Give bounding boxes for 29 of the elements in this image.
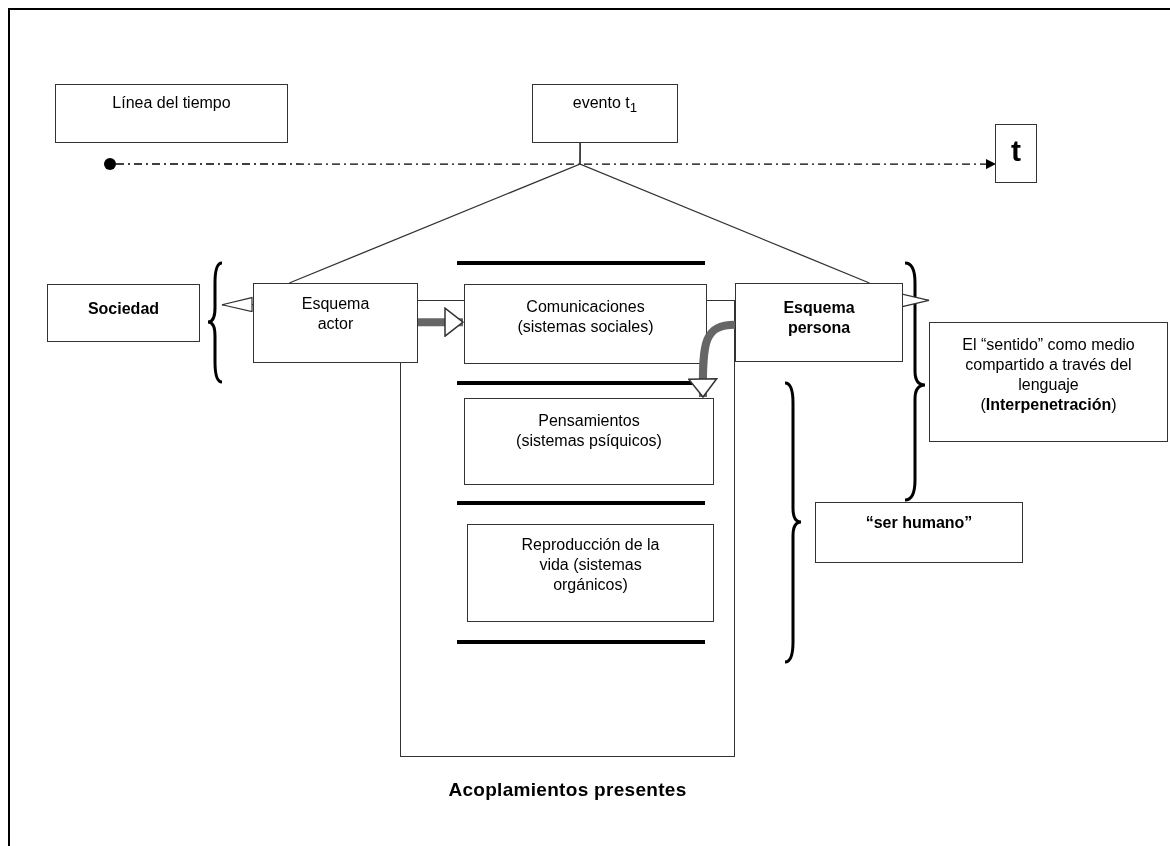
box-text: Comunicaciones (sistemas sociales) <box>516 297 655 337</box>
box-text: Esquema persona <box>782 298 856 338</box>
process-box <box>253 283 418 363</box>
block-arrow <box>418 307 464 337</box>
text-box <box>55 84 288 143</box>
process-box <box>467 524 714 622</box>
timeline-arrow <box>115 159 996 170</box>
box-text: Reproducción de la vida (sistemas orgánicos) <box>520 535 661 595</box>
block-arrow <box>688 320 736 398</box>
process-box <box>464 398 714 485</box>
box-text: “ser humano” <box>864 513 974 533</box>
connector-line <box>579 142 871 284</box>
box-text: El “sentido” como medio compartido a través del lenguaje (Interpenetración) <box>961 335 1136 415</box>
text-box <box>532 84 678 143</box>
process-box <box>735 283 903 362</box>
text-box <box>929 322 1168 442</box>
box-text: t <box>1010 133 1022 169</box>
text-box <box>47 284 200 342</box>
box-text: evento t$_{1}$ <box>571 93 639 118</box>
arrow <box>221 297 254 313</box>
process-box <box>464 284 707 364</box>
box-text: Esquema actor <box>300 294 371 334</box>
text-box <box>995 124 1037 183</box>
container-heading: Acoplamientos presentes <box>447 780 688 800</box>
text-box <box>815 502 1023 563</box>
box-text: Sociedad <box>86 299 161 319</box>
box-text: Pensamientos (sistemas psíquicos) <box>515 411 663 451</box>
box-text: Línea del tiempo <box>111 93 232 113</box>
start-dot <box>104 158 116 170</box>
